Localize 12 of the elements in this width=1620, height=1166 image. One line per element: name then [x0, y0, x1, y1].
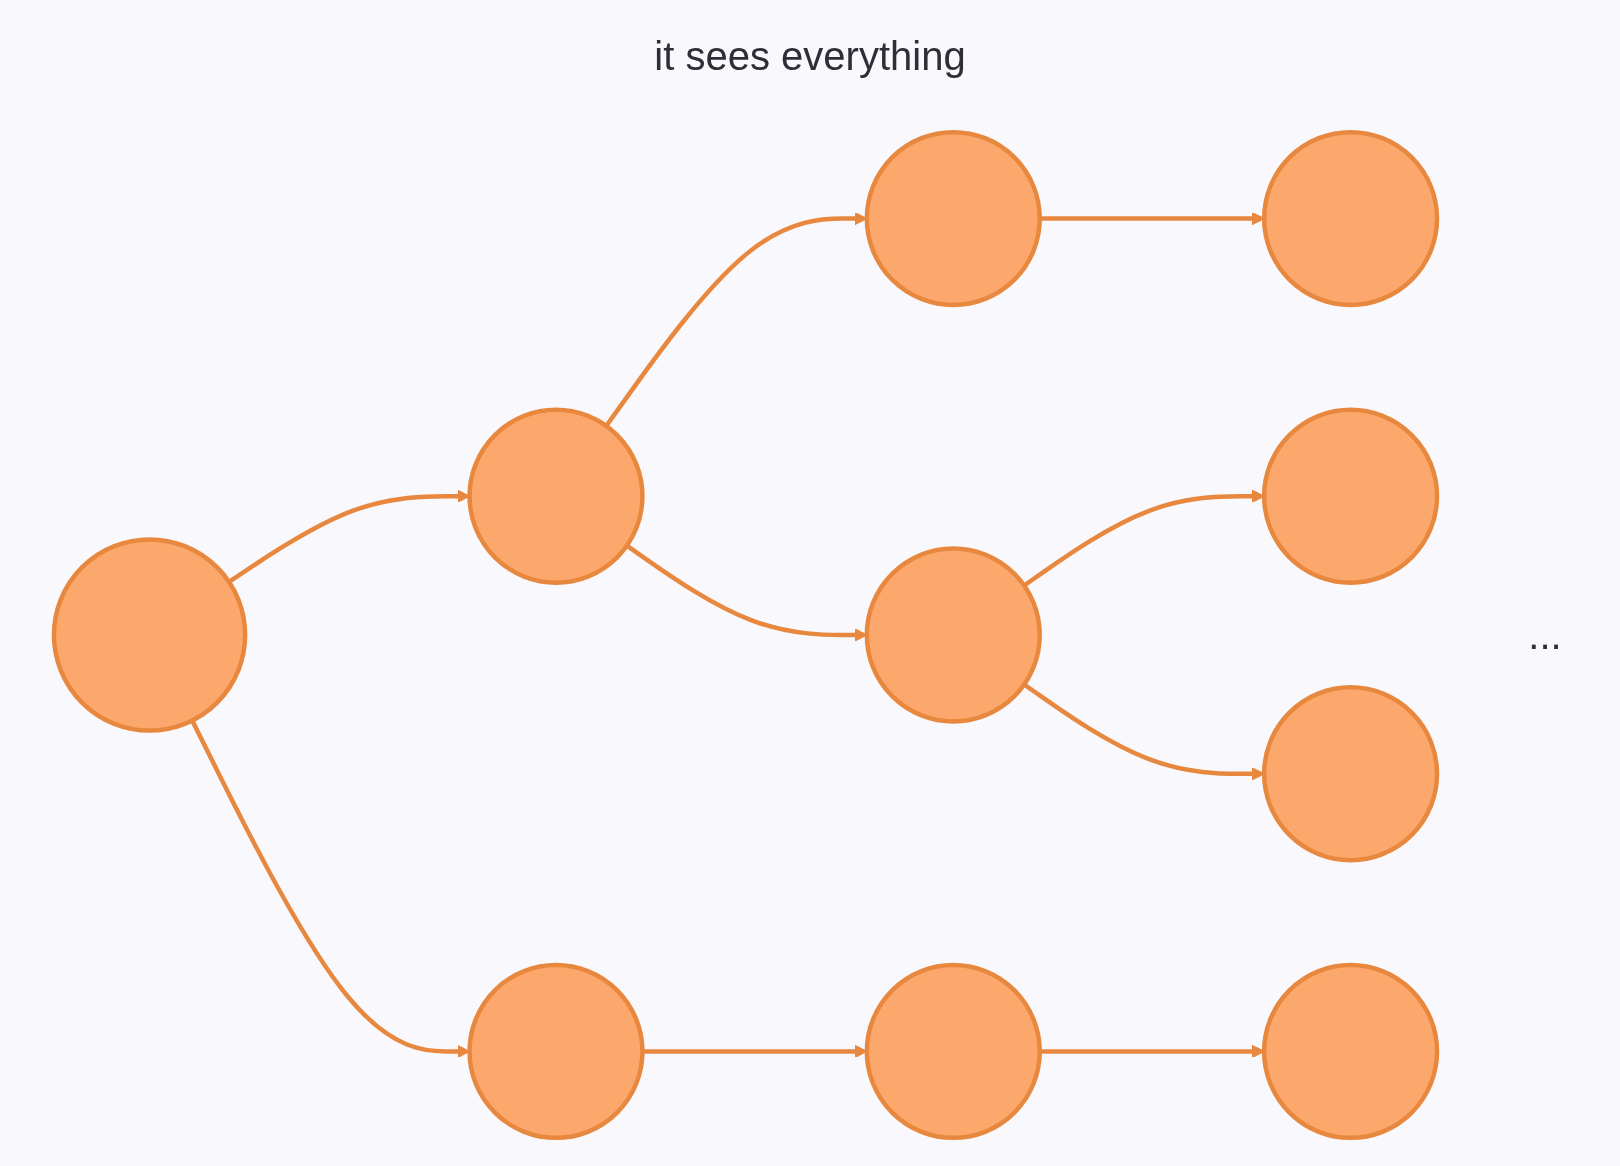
circle-node: [51, 537, 247, 733]
circle-node: [1261, 685, 1439, 863]
circle-node: [1261, 129, 1439, 308]
circle-node: [864, 546, 1042, 724]
circle-node: [1261, 407, 1439, 585]
circle-node: [864, 962, 1042, 1141]
circle-node: [466, 407, 645, 585]
diagram-title: it sees everything: [654, 34, 966, 79]
circle-node: [864, 129, 1042, 308]
circle-node: [466, 962, 645, 1141]
circle-node: [1261, 962, 1439, 1141]
note-text: ...: [1528, 615, 1562, 655]
